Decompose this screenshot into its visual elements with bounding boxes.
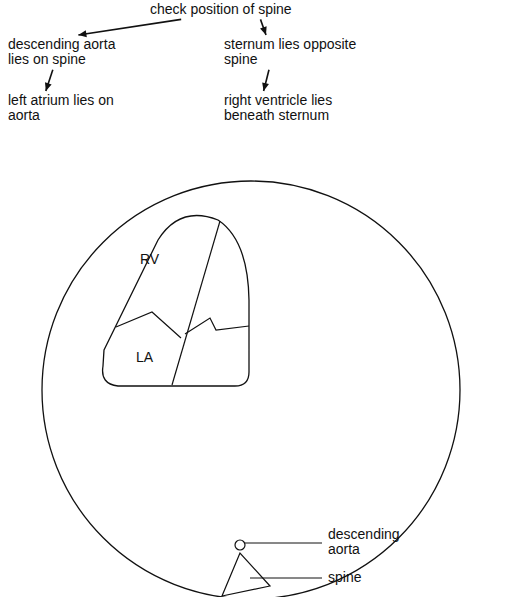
leader-line (245, 543, 322, 544)
step-text-node: right ventricle lies beneath sternum (224, 93, 356, 124)
leader-line (250, 578, 322, 579)
aorta-circle (235, 540, 245, 550)
flow-arrow (78, 19, 181, 37)
flow-arrow (260, 19, 267, 35)
step-text: right ventricle lies beneath sternum (224, 93, 356, 124)
valve-line (185, 318, 249, 334)
arrow-head (260, 26, 267, 35)
step-text: left atrium lies on aorta (8, 93, 116, 124)
valve-line (116, 312, 181, 338)
step-text: sternum lies opposite spine (224, 37, 374, 68)
part-label: descending aorta (328, 527, 398, 558)
spine-triangle (222, 553, 270, 596)
step-text: descending aorta lies on spine (8, 37, 136, 68)
flow-arrow (262, 70, 269, 91)
step-text: check position of spine (150, 2, 292, 17)
septum-line (172, 221, 220, 385)
arrow-shaft (78, 19, 181, 35)
field-circle (42, 181, 460, 597)
arrow-head (262, 82, 269, 91)
step-text-node: left atrium lies on aorta (8, 93, 116, 124)
part-label: RV (140, 252, 159, 267)
step-text-node: descending aorta lies on spine (8, 37, 136, 68)
step-text-node: sternum lies opposite spine (224, 37, 374, 68)
arrow-shaft (46, 70, 53, 91)
part-label: spine (328, 570, 361, 585)
flow-arrow (45, 70, 53, 91)
step-text-node: check position of spine (150, 2, 292, 17)
heart-outline (103, 216, 249, 387)
arrow-head (45, 82, 52, 91)
arrow-shaft (260, 19, 266, 35)
part-label: LA (136, 350, 153, 365)
